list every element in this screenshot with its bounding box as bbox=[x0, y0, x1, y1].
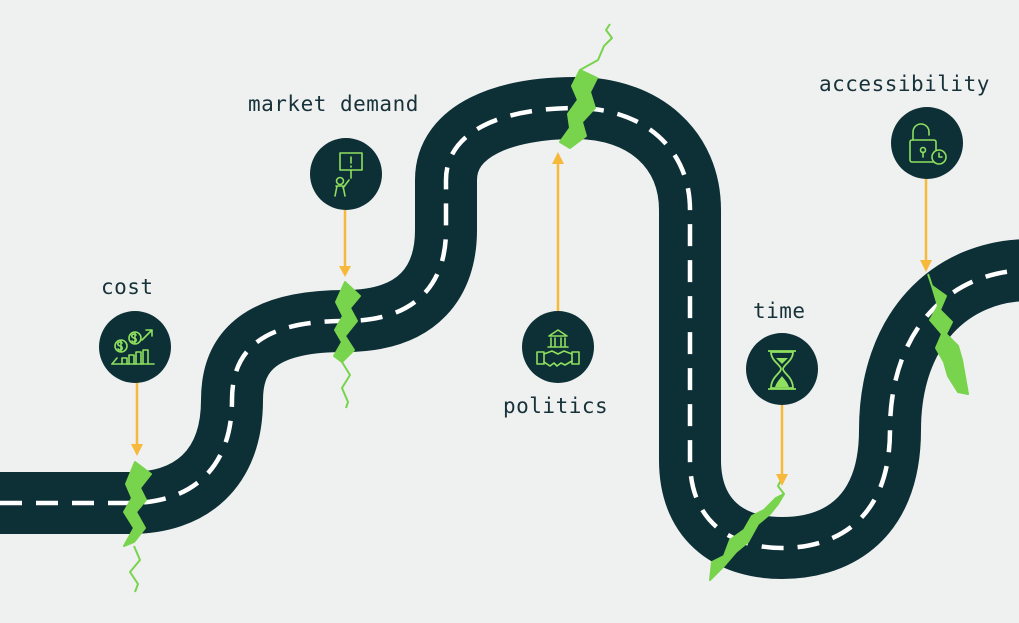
label-market-demand: market demand bbox=[248, 92, 419, 116]
arrow-market-demand bbox=[339, 210, 351, 277]
road-crack-politics bbox=[559, 23, 613, 149]
arrow-politics bbox=[552, 152, 564, 312]
arrow-accessibility bbox=[920, 178, 932, 272]
road-center-line bbox=[0, 105, 1019, 551]
badge-time bbox=[746, 333, 818, 405]
label-time: time bbox=[753, 299, 806, 323]
label-politics: politics bbox=[503, 394, 609, 418]
label-cost: cost bbox=[101, 275, 154, 299]
arrow-time bbox=[776, 404, 788, 486]
road-crack-market-demand bbox=[333, 281, 361, 409]
protest-sign-icon bbox=[334, 152, 363, 197]
unlocked-padlock-clock-icon bbox=[909, 123, 947, 165]
money-growth-chart-icon bbox=[111, 329, 155, 365]
label-accessibility: accessibility bbox=[819, 72, 990, 96]
badge-market-demand bbox=[310, 138, 382, 210]
arrow-cost bbox=[131, 382, 143, 456]
hourglass-icon bbox=[768, 350, 796, 390]
badge-accessibility bbox=[891, 107, 963, 179]
badge-cost bbox=[99, 311, 171, 383]
road-crack-cost bbox=[123, 461, 152, 593]
road-crack-accessibility bbox=[927, 273, 969, 395]
government-handshake-icon bbox=[536, 329, 580, 367]
